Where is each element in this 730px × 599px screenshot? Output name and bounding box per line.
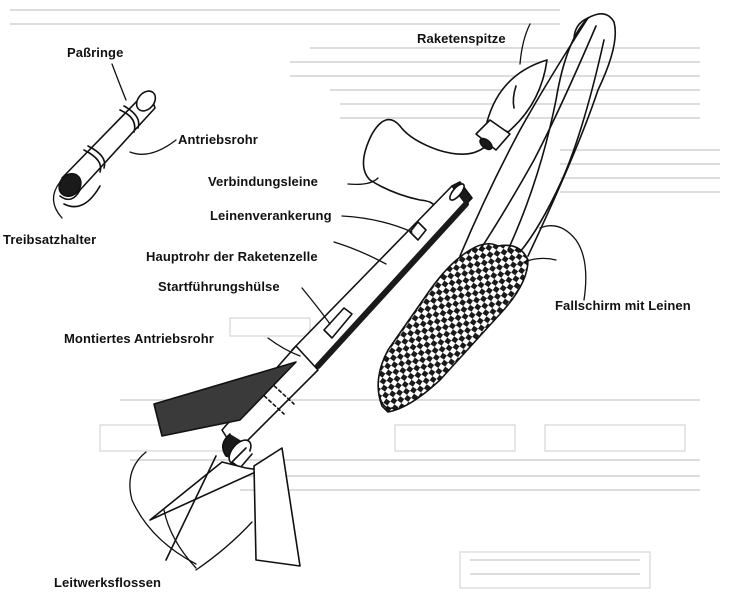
label-leinenverankerung: Leinenverankerung bbox=[210, 208, 332, 223]
label-fallschirm: Fallschirm mit Leinen bbox=[555, 298, 691, 313]
label-hauptrohr: Hauptrohr der Raketenzelle bbox=[146, 249, 318, 264]
label-leitwerksflossen: Leitwerksflossen bbox=[54, 575, 161, 590]
nose-cone bbox=[476, 60, 547, 152]
label-treibsatzhalter: Treibsatzhalter bbox=[3, 232, 96, 247]
label-antriebsrohr: Antriebsrohr bbox=[178, 132, 258, 147]
parachute bbox=[378, 14, 615, 412]
shock-cord bbox=[363, 120, 486, 228]
label-passringe: Paßringe bbox=[67, 45, 123, 60]
label-raketenspitze: Raketenspitze bbox=[417, 31, 506, 46]
motor-tube bbox=[55, 87, 160, 206]
label-verbindungsleine: Verbindungsleine bbox=[208, 174, 318, 189]
label-startfuehrungshuelse: Startführungshülse bbox=[158, 279, 280, 294]
label-montiertes-antriebsrohr: Montiertes Antriebsrohr bbox=[64, 331, 214, 346]
